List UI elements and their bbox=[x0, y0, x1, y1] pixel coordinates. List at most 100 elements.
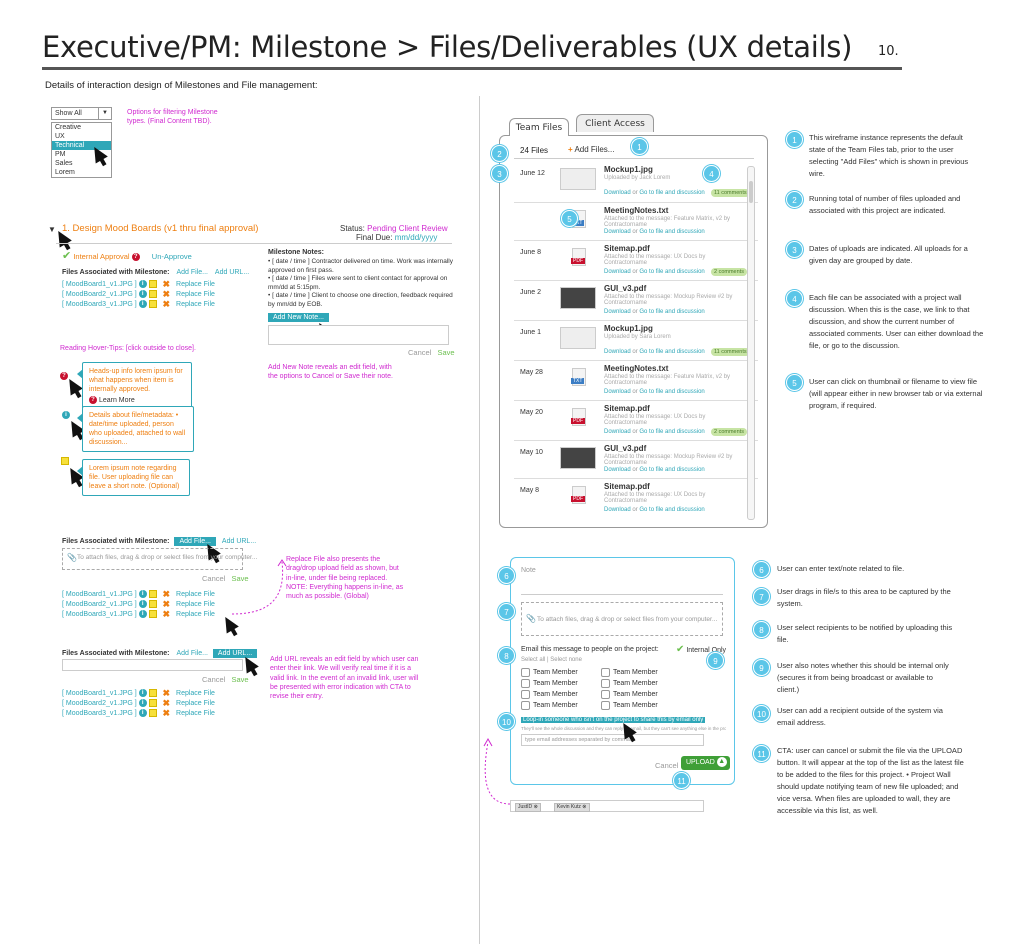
note-icon[interactable] bbox=[148, 689, 157, 697]
info-icon[interactable]: i bbox=[138, 699, 147, 707]
download-link[interactable]: Download bbox=[604, 269, 631, 275]
note-icon[interactable] bbox=[61, 457, 69, 465]
file-link[interactable]: [ MoodBoard1_v1.JPG ] bbox=[62, 590, 137, 598]
filter-option-technical[interactable]: Technical bbox=[52, 141, 111, 150]
info-icon[interactable]: i bbox=[138, 300, 147, 308]
member-checkbox[interactable] bbox=[601, 678, 610, 688]
question-icon[interactable]: ? bbox=[131, 253, 140, 262]
download-link[interactable]: Download bbox=[604, 429, 631, 435]
info-icon[interactable]: i bbox=[138, 600, 147, 608]
filter-option-sales[interactable]: Sales bbox=[55, 160, 73, 167]
filter-option-pm[interactable]: PM bbox=[55, 151, 66, 158]
info-icon[interactable]: i bbox=[138, 290, 147, 298]
info-icon[interactable]: i bbox=[138, 689, 147, 697]
goto-discussion-link[interactable]: Go to file and discussion bbox=[639, 269, 705, 275]
filter-option-creative[interactable]: Creative bbox=[55, 124, 82, 131]
file-link[interactable]: [ MoodBoard3_v1.JPG ] bbox=[62, 610, 137, 618]
add-file-button[interactable]: Add File... bbox=[174, 537, 216, 546]
question-icon[interactable]: ? bbox=[60, 372, 68, 380]
download-link[interactable]: Download bbox=[604, 349, 631, 355]
replace-file-link[interactable]: Replace File bbox=[176, 300, 215, 308]
save-link[interactable]: Save bbox=[231, 675, 249, 684]
goto-discussion-link[interactable]: Go to file and discussion bbox=[639, 229, 705, 235]
note-icon[interactable] bbox=[148, 709, 157, 717]
document-thumbnail[interactable]: PDF bbox=[571, 486, 586, 504]
save-link[interactable]: Save bbox=[231, 574, 249, 583]
image-thumbnail[interactable] bbox=[560, 168, 596, 190]
close-icon[interactable]: ✖ bbox=[162, 609, 171, 619]
member-checkbox[interactable] bbox=[601, 667, 610, 677]
file-name-link[interactable]: MeetingNotes.txt bbox=[604, 364, 669, 373]
document-thumbnail[interactable]: PDF bbox=[571, 248, 586, 266]
email-input[interactable]: type email addresses separated by commas bbox=[521, 734, 704, 746]
add-note-button[interactable]: Add New Note... bbox=[268, 313, 329, 322]
close-icon[interactable]: ✖ bbox=[162, 708, 171, 718]
file-link[interactable]: [ MoodBoard1_v1.JPG ] bbox=[62, 689, 137, 697]
info-icon[interactable]: i bbox=[62, 411, 70, 419]
close-icon[interactable]: ✖ bbox=[162, 299, 171, 309]
file-name-link[interactable]: MeetingNotes.txt bbox=[604, 206, 669, 215]
close-icon[interactable]: ✖ bbox=[162, 589, 171, 599]
comments-badge[interactable]: 2 comments bbox=[711, 428, 747, 436]
member-checkbox[interactable] bbox=[601, 689, 610, 699]
add-url-link[interactable]: Add URL... bbox=[221, 538, 257, 545]
goto-discussion-link[interactable]: Go to file and discussion bbox=[639, 190, 705, 196]
goto-discussion-link[interactable]: Go to file and discussion bbox=[639, 349, 705, 355]
add-files-button[interactable]: + Add Files... bbox=[568, 145, 614, 154]
comments-badge[interactable]: 2 comments bbox=[711, 268, 747, 276]
add-url-button[interactable]: Add URL... bbox=[212, 649, 258, 658]
file-link[interactable]: [ MoodBoard1_v1.JPG ] bbox=[62, 280, 137, 288]
internal-approval[interactable]: ✔ Internal Approval ? Un-Approve bbox=[62, 249, 192, 262]
close-icon[interactable]: ⊗ bbox=[533, 804, 538, 810]
collapse-arrow-icon[interactable]: ▼ bbox=[48, 225, 56, 234]
file-name-link[interactable]: Mockup1.jpg bbox=[604, 324, 653, 333]
info-icon[interactable]: i bbox=[138, 709, 147, 717]
note-icon[interactable] bbox=[148, 699, 157, 707]
replace-file-link[interactable]: Replace File bbox=[176, 280, 215, 288]
select-all-none[interactable]: Select all | Select none bbox=[521, 657, 582, 663]
note-icon[interactable] bbox=[148, 280, 157, 288]
note-field-rule[interactable] bbox=[521, 594, 723, 595]
scrollbar[interactable] bbox=[747, 166, 755, 520]
file-link[interactable]: [ MoodBoard2_v1.JPG ] bbox=[62, 600, 137, 608]
token[interactable]: Kevin Kutz ⊗ bbox=[554, 803, 590, 812]
file-link[interactable]: [ MoodBoard3_v1.JPG ] bbox=[62, 709, 137, 717]
save-link[interactable]: Save bbox=[437, 348, 455, 357]
file-link[interactable]: [ MoodBoard2_v1.JPG ] bbox=[62, 290, 137, 298]
file-name-link[interactable]: GUI_v3.pdf bbox=[604, 284, 647, 293]
file-link[interactable]: [ MoodBoard3_v1.JPG ] bbox=[62, 300, 137, 308]
close-icon[interactable]: ✖ bbox=[162, 279, 171, 289]
filter-option-lorem[interactable]: Lorem bbox=[55, 169, 75, 176]
document-thumbnail[interactable]: TXT bbox=[571, 368, 586, 386]
close-icon[interactable]: ✖ bbox=[162, 698, 171, 708]
file-link[interactable]: [ MoodBoard2_v1.JPG ] bbox=[62, 699, 137, 707]
member-checkbox[interactable] bbox=[521, 700, 530, 710]
download-link[interactable]: Download bbox=[604, 507, 631, 513]
file-thumbnail[interactable] bbox=[560, 287, 596, 309]
cancel-link[interactable]: Cancel bbox=[202, 675, 226, 684]
note-input[interactable] bbox=[268, 325, 449, 345]
note-icon[interactable] bbox=[148, 600, 157, 608]
token[interactable]: JustID ⊗ bbox=[515, 803, 541, 812]
member-checkbox[interactable] bbox=[521, 667, 530, 677]
goto-discussion-link[interactable]: Go to file and discussion bbox=[639, 507, 705, 513]
goto-discussion-link[interactable]: Go to file and discussion bbox=[639, 429, 705, 435]
add-file-link[interactable]: Add File... bbox=[176, 269, 208, 276]
member-checkbox[interactable] bbox=[521, 678, 530, 688]
form-drop-zone[interactable]: 📎 To attach files, drag & drop or select… bbox=[521, 602, 723, 636]
filter-select[interactable]: Show All ▼ bbox=[51, 107, 112, 120]
learn-more-link[interactable]: Learn More bbox=[98, 397, 135, 404]
replace-file-link[interactable]: Replace File bbox=[176, 709, 215, 717]
goto-discussion-link[interactable]: Go to file and discussion bbox=[639, 309, 705, 315]
milestone-title[interactable]: 1. Design Mood Boards (v1 thru final app… bbox=[62, 223, 259, 234]
download-link[interactable]: Download bbox=[604, 190, 631, 196]
token-field[interactable]: JustID ⊗ Kevin Kutz ⊗ bbox=[510, 800, 704, 812]
close-icon[interactable]: ✖ bbox=[162, 599, 171, 609]
drop-zone[interactable]: 📎 To attach files, drag & drop or select… bbox=[62, 548, 257, 570]
goto-discussion-link[interactable]: Go to file and discussion bbox=[639, 467, 705, 473]
info-icon[interactable]: i bbox=[138, 590, 147, 598]
note-icon[interactable] bbox=[148, 300, 157, 308]
file-name-link[interactable]: Sitemap.pdf bbox=[604, 482, 650, 491]
note-icon[interactable] bbox=[148, 610, 157, 618]
document-thumbnail[interactable]: PDF bbox=[571, 408, 586, 426]
